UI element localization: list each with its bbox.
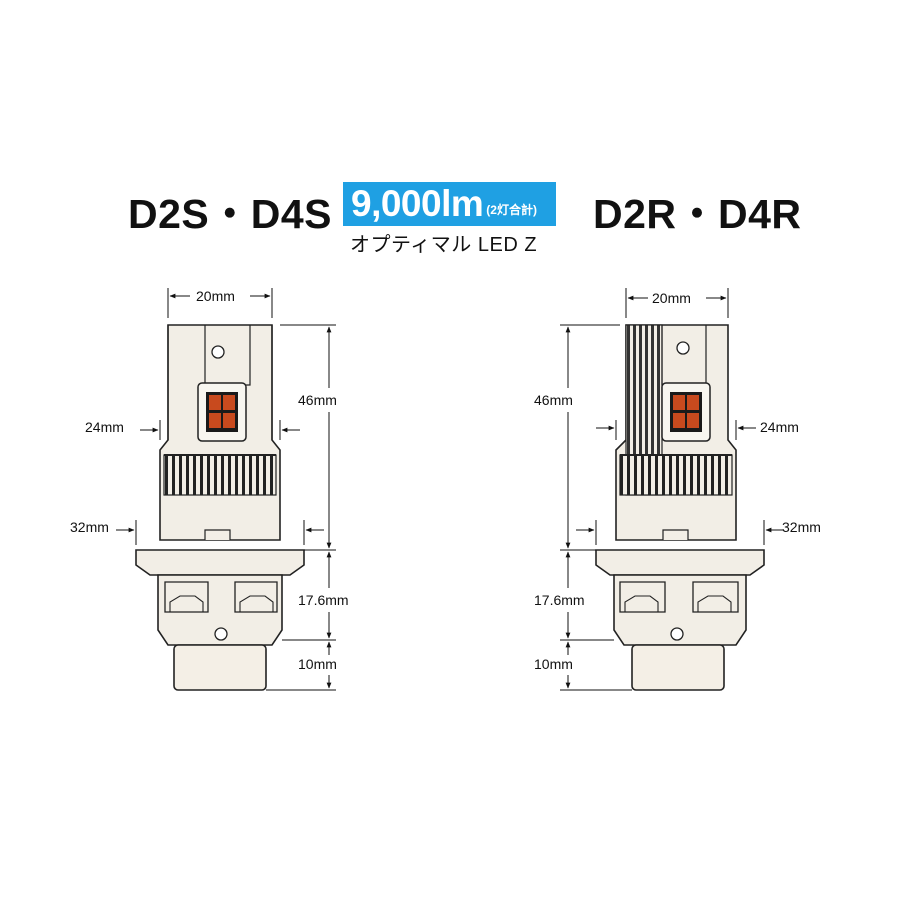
left-led-chip: [197, 382, 247, 442]
right-model-title: D2R・D4R: [593, 191, 802, 237]
left-flange: [135, 549, 305, 576]
left-flange-width-label: 32mm: [70, 519, 109, 535]
lumen-value: 9,000lm: [351, 183, 484, 224]
right-base-height-label: 17.6mm: [534, 592, 585, 608]
left-model-title: D2S・D4S: [128, 191, 333, 237]
right-flange: [595, 549, 765, 576]
right-heatsink: [619, 454, 733, 496]
left-bulb: [135, 324, 305, 691]
left-height-main-label: 46mm: [298, 392, 337, 408]
right-socket-height-label: 10mm: [534, 656, 573, 672]
right-led-chip: [661, 382, 711, 442]
right-heatsink-width-label: 24mm: [760, 419, 799, 435]
left-socket: [173, 644, 267, 691]
right-top-width-label: 20mm: [652, 290, 691, 306]
lumen-note: (2灯合計): [486, 202, 537, 217]
right-socket: [631, 644, 725, 691]
product-name: オプティマル LED Z: [350, 234, 538, 256]
left-dimensions: 20mm 46mm 24mm 32mm 17.6mm 10mm: [70, 288, 349, 691]
left-base-height-label: 17.6mm: [298, 592, 349, 608]
left-heatsink-width-label: 24mm: [85, 419, 124, 435]
right-dimensions: 20mm 46mm 24mm 32mm 17.6mm 10mm: [534, 288, 821, 691]
left-socket-height-label: 10mm: [298, 656, 337, 672]
right-height-main-label: 46mm: [534, 392, 573, 408]
left-heatsink: [163, 454, 277, 496]
left-top-width-label: 20mm: [196, 288, 235, 304]
right-bulb: [595, 324, 765, 691]
lumen-badge: 9,000lm (2灯合計): [343, 182, 556, 226]
right-flange-width-label: 32mm: [782, 519, 821, 535]
